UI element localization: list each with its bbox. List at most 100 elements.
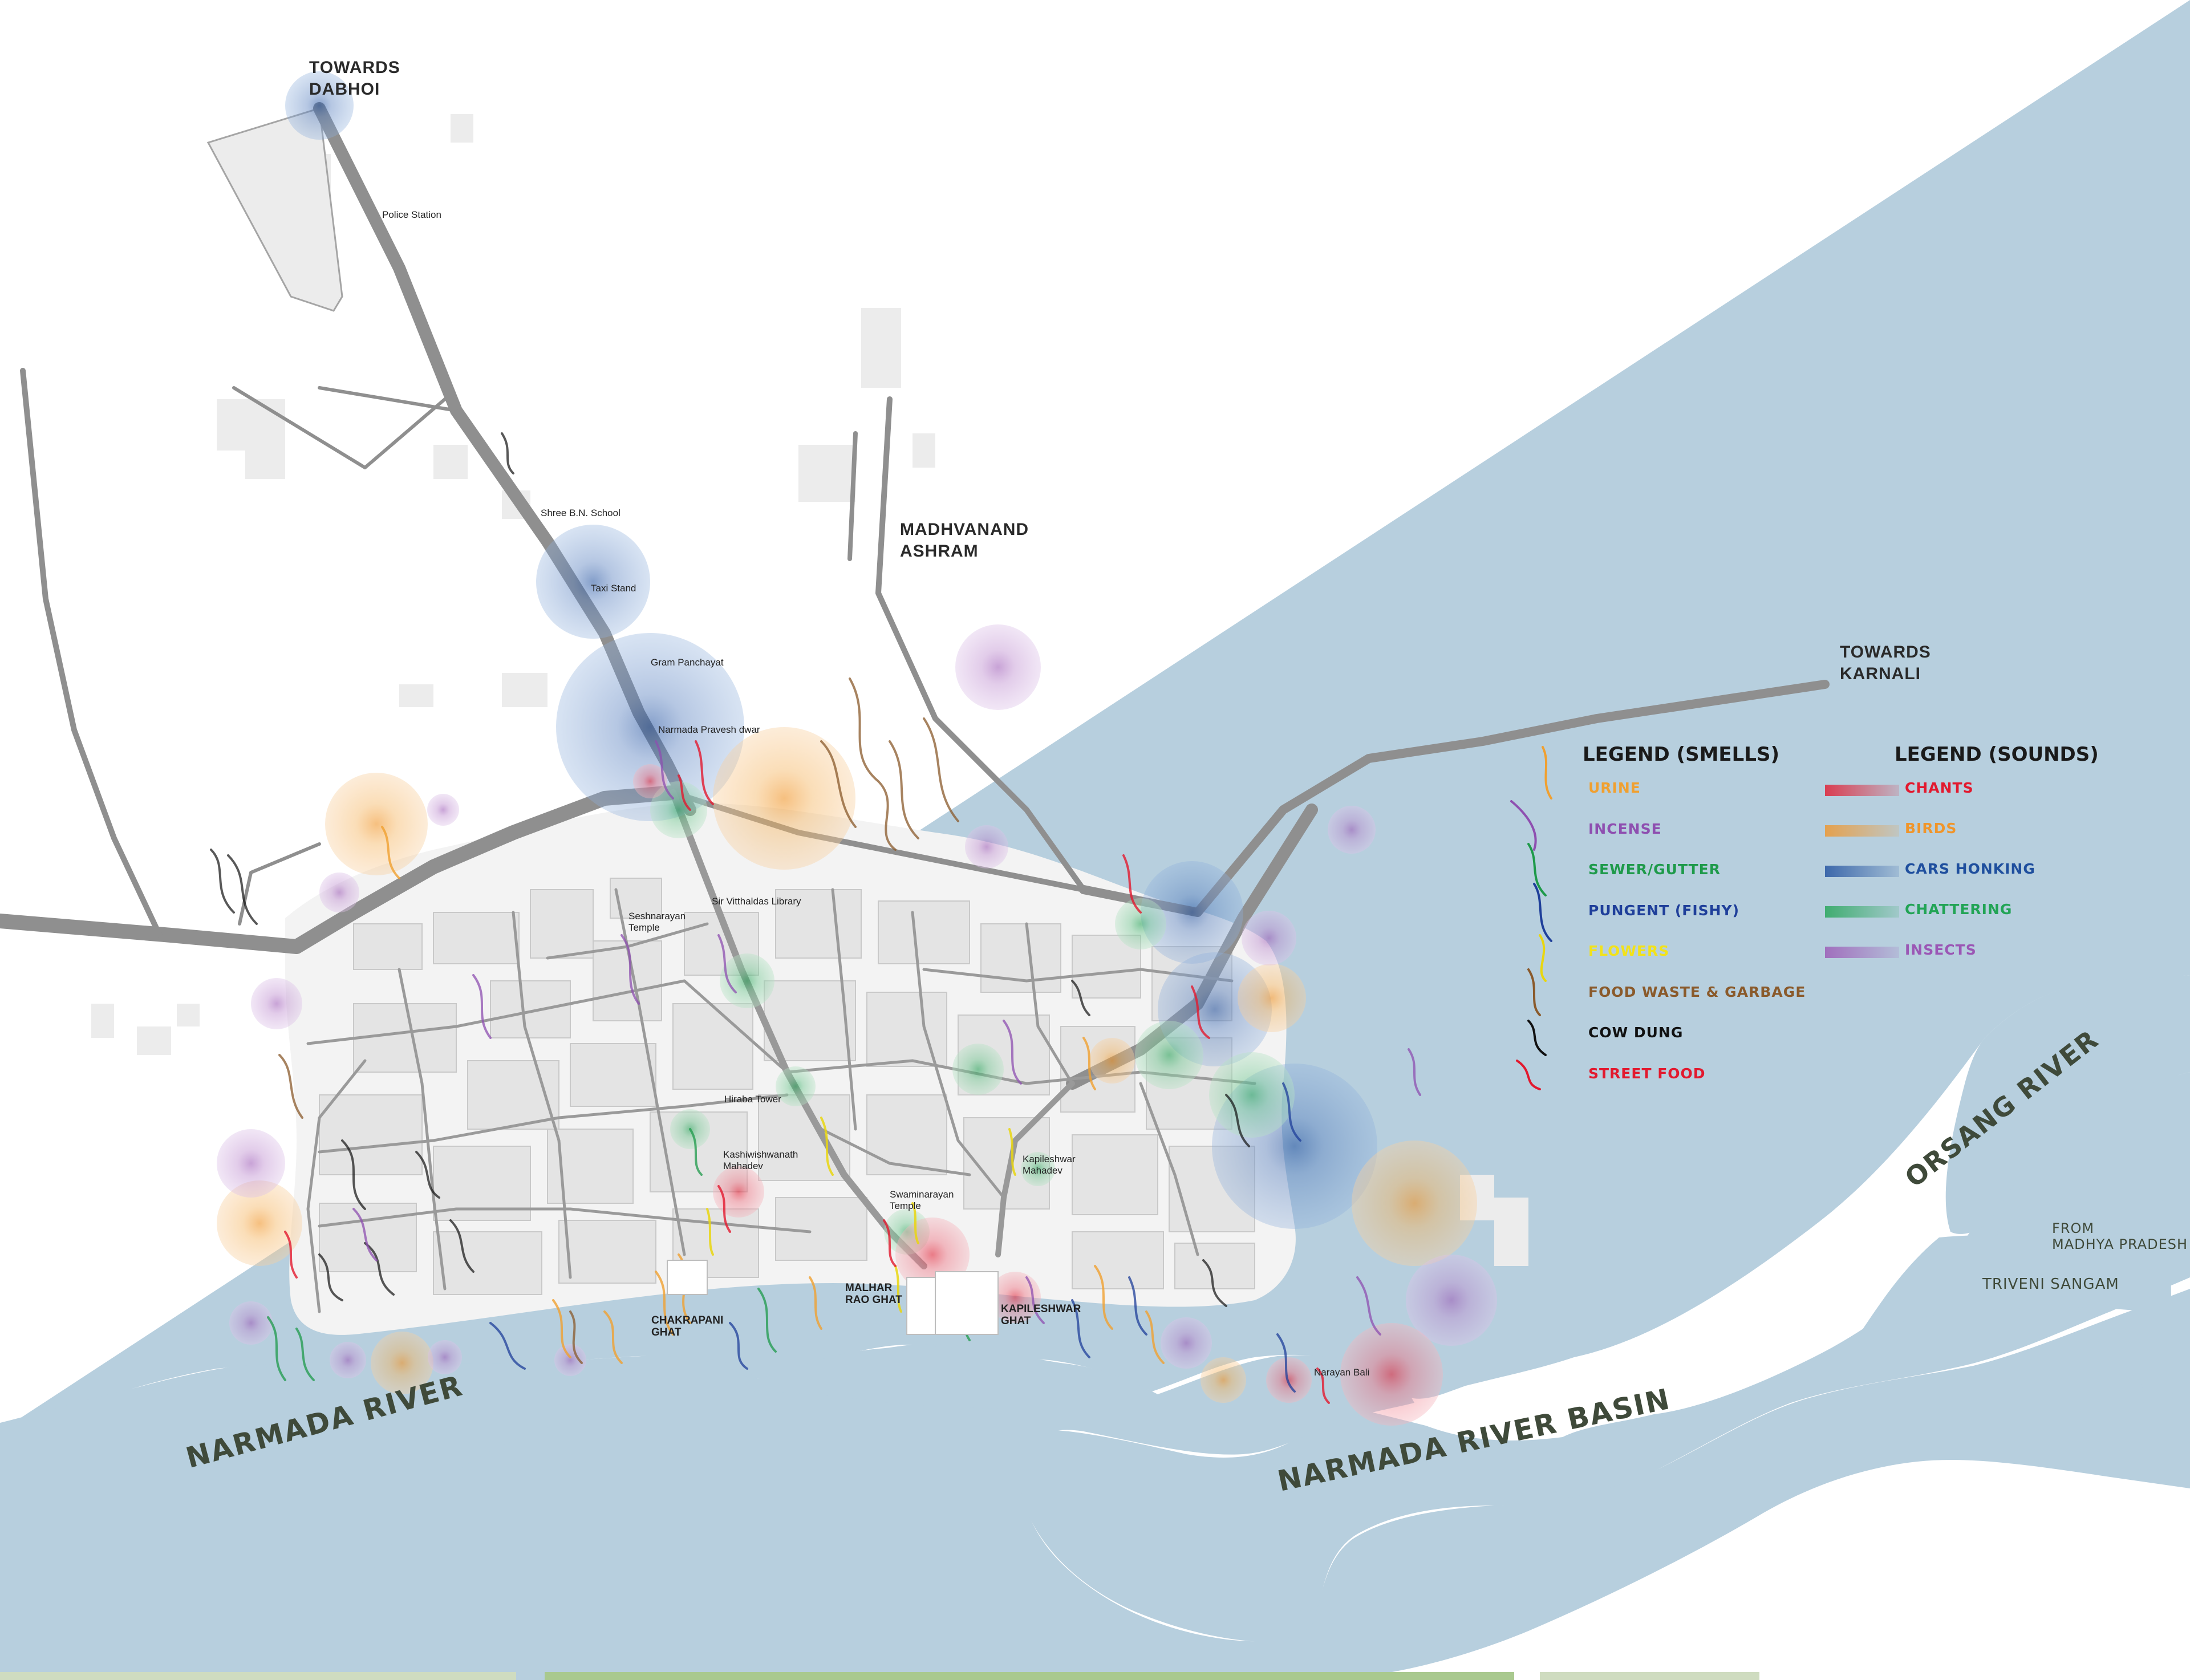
halo-cars-honking [285,71,354,140]
road-north-west [238,842,321,926]
halo-chants [633,764,667,798]
halo-birds [713,727,855,870]
halo-cars-honking [536,525,650,639]
legend-smell-incense: INCENSE [1588,820,1662,837]
halo-birds [1201,1357,1246,1403]
halo-insects [1242,911,1296,965]
legend-bar-chattering [1825,906,1899,918]
halo-chattering [720,953,774,1008]
halo-insects [229,1301,273,1345]
legend-bar-birds [1825,825,1899,837]
legend-wisp-food-waste [1527,968,1541,1016]
label-kashiwishwanath-mahadev: Kashiwishwanath Mahadev [723,1149,798,1171]
building-blocks [319,878,1255,1295]
halo-chattering [952,1044,1004,1095]
wisp-urine [381,826,1165,1364]
legend-smell-cow-dung: COW DUNG [1588,1024,1684,1041]
legend-smell-flowers: FLOWERS [1588,943,1670,959]
label-chakrapani-ghat: CHAKRAPANI GHAT [651,1314,724,1338]
halo-insects [319,873,359,912]
legend-wisp-urine [1542,746,1552,800]
wisp-street-food [284,740,1330,1404]
label-triveni-sangam: TRIVENI SANGAM [1982,1276,2119,1293]
legend-wisp-cow-dung [1527,1020,1547,1056]
legend-smell-food-waste-garbage: FOOD WASTE & GARBAGE [1588,983,1806,1000]
halo-insects [554,1344,586,1376]
road-dabhoi-spur [232,386,458,469]
wisp-flowers [706,1117,1016,1313]
label-gram-panchayat: Gram Panchayat [651,657,724,668]
halo-chattering [1115,898,1166,949]
wisp-pungent [489,1082,1301,1393]
label-towards-karnali: TOWARDS KARNALI [1840,643,1931,683]
halo-cars-honking [556,633,744,821]
halo-insects [1328,806,1376,854]
halo-chattering [1021,1152,1055,1186]
halo-cars-honking [1141,861,1243,964]
label-seshnarayan-temple: Seshnarayan Temple [628,911,686,933]
legend-bar-cars [1825,866,1899,877]
halo-birds [371,1332,433,1394]
legend-smell-pungent-fishy: PUNGENT (FISHY) [1588,902,1740,919]
legend-sound-chants: CHANTS [1905,780,1974,796]
legend-smell-urine: URINE [1588,780,1641,796]
legend-wisp-incense [1510,800,1537,851]
legend-smell-sewer-gutter: SEWER/GUTTER [1588,861,1721,878]
halo-birds [1238,964,1306,1032]
bottom-strip-left [0,1672,516,1680]
halo-chattering [1135,1021,1203,1089]
ghat-steps [667,1260,999,1335]
legend-sound-cars-honking: CARS HONKING [1905,861,2035,877]
label-narayan-bali: Narayan Bali [1314,1367,1370,1378]
wisp-cow-dung [210,432,1250,1307]
smell-wisps [210,432,1421,1404]
halo-birds [217,1180,302,1266]
legend-wisp-street-food [1516,1060,1541,1090]
triveni-sangam-water [1859,1235,2144,1334]
label-from-madhya-pradesh: FROM MADHYA PRADESH [2052,1220,2188,1252]
halo-chants [989,1272,1041,1323]
narmada-river-west [0,1346,1027,1680]
road-ashram-2 [847,431,858,561]
label-madhvanand-ashram: MADHVANAND ASHRAM [900,520,1029,561]
legend-wisp-flowers [1539,934,1547,982]
legend-wisp-sewer [1527,843,1547,896]
label-police-station: Police Station [382,209,441,220]
sound-halos [217,71,1497,1426]
label-swaminarayan-temple: Swaminarayan Temple [890,1189,954,1211]
legend-smell-samples [1510,746,1552,1090]
label-towards-dabhoi: TOWARDS DABHOI [309,58,400,99]
halo-insects [955,624,1041,710]
label-taxi-stand: Taxi Stand [591,583,636,594]
legend-sound-insects: INSECTS [1905,942,1977,958]
legend-sounds-title: LEGEND (SOUNDS) [1895,743,2099,766]
label-hiraba-tower: Hiraba Tower [724,1094,781,1105]
legend-wisp-pungent [1533,883,1552,942]
bottom-strip-right [1540,1672,1759,1680]
halo-birds [1352,1141,1477,1266]
halo-insects [217,1129,285,1198]
halo-chattering [650,781,707,838]
halo-chants [713,1166,764,1218]
halo-chattering [776,1066,816,1106]
halo-insects [1161,1317,1212,1369]
wisp-incense [352,740,1421,1336]
road-west-main [0,785,680,954]
legend-sound-chattering: CHATTERING [1905,901,2013,918]
legend-sound-samples [1825,785,1899,958]
road-far-west [20,368,163,938]
halo-chants [1340,1323,1443,1426]
halo-insects [965,825,1008,869]
bottom-strip-mid [545,1672,1514,1680]
halo-insects [251,978,302,1029]
label-sir-vitthaldas-library: Sir Vitthaldas Library [712,896,801,907]
road-to-kapileshwar [995,1081,1075,1257]
halo-birds [1089,1038,1135,1084]
legend-smell-street-food: STREET FOOD [1588,1065,1706,1082]
label-kapileshwar-ghat: KAPILESHWAR GHAT [1001,1303,1081,1327]
label-shree-bn-school: Shree B.N. School [541,508,620,518]
legend-bar-chants [1825,785,1899,796]
halo-insects [330,1342,366,1378]
legend-smells-title: LEGEND (SMELLS) [1583,743,1779,766]
